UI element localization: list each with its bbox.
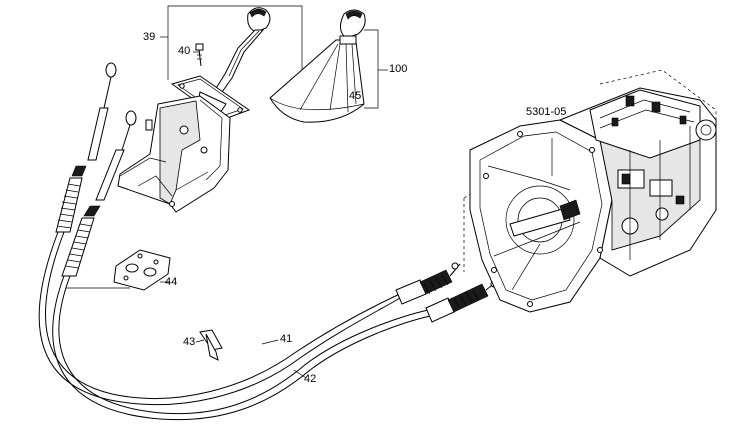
leader-42 [293, 369, 307, 379]
callout-42: 42 [304, 373, 317, 385]
shift-cable-part-41 [38, 62, 461, 406]
leader-41 [261, 339, 279, 345]
callout-40: 40 [178, 45, 191, 57]
reference-number: 5301-05 [526, 106, 567, 118]
callout-39: 39 [143, 31, 156, 43]
shift-cable-part-42 [52, 110, 498, 421]
shift-boot-part-45 [269, 9, 366, 123]
callout-bracket-100 [364, 29, 388, 109]
callout-bracket-39 [160, 5, 303, 100]
clip-part-43 [195, 329, 223, 361]
callout-43: 43 [183, 336, 196, 348]
transmission-assembly [463, 69, 717, 313]
callout-41: 41 [280, 333, 293, 345]
callout-100: 100 [389, 63, 408, 75]
gasket-plate-part-44 [66, 249, 171, 291]
callout-44: 44 [165, 276, 178, 288]
gear-shift-lever [214, 7, 271, 93]
callout-45: 45 [349, 90, 362, 102]
gearshift-housing [117, 75, 251, 213]
bolt-part-40 [193, 43, 204, 67]
